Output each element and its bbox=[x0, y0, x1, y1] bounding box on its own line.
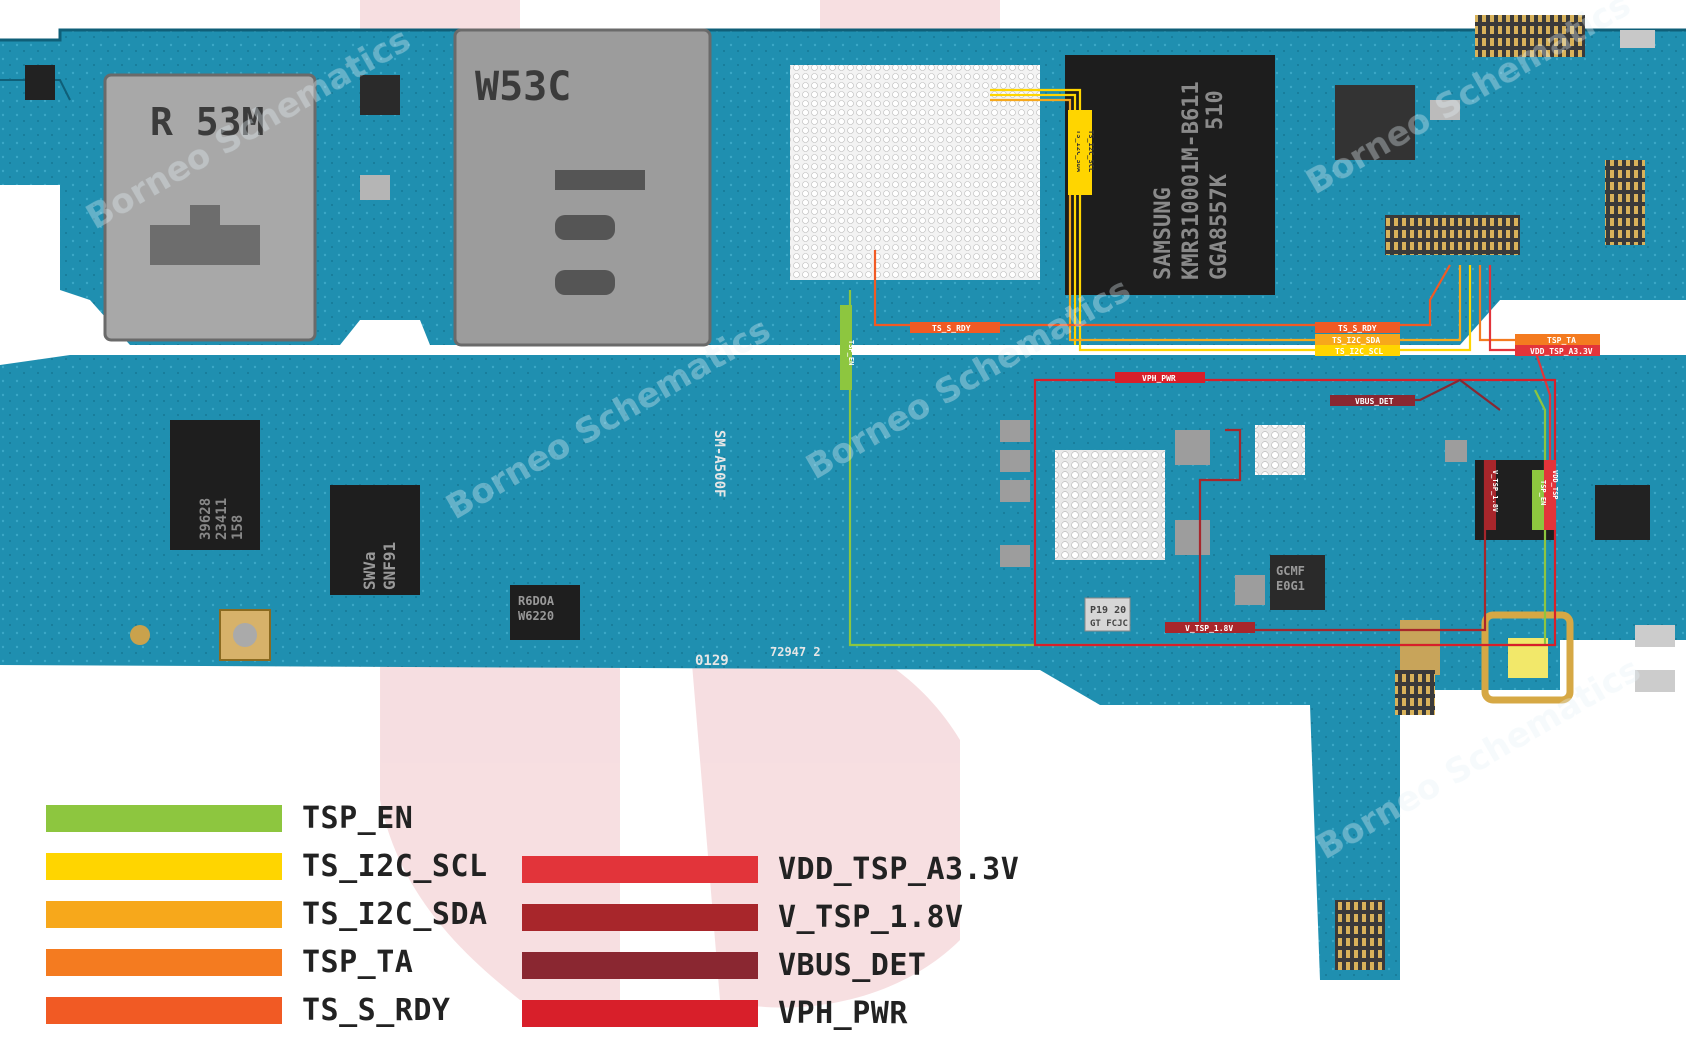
legend-item: V_TSP_1.8V bbox=[522, 900, 964, 935]
tag-ts-i2c-scl bbox=[1315, 345, 1400, 356]
chip-a-line-2: 23411 bbox=[214, 498, 230, 540]
legend-label: TSP_EN bbox=[302, 801, 414, 836]
legend-label: TS_I2C_SDA bbox=[302, 897, 488, 932]
legend-item: VDD_TSP_A3.3V bbox=[522, 852, 1019, 887]
crystal bbox=[1084, 597, 1131, 632]
legend-swatch bbox=[46, 805, 282, 832]
legend-label: TSP_TA bbox=[302, 945, 414, 980]
legend-swatch bbox=[522, 856, 758, 883]
flash-line-2: KMR310001M-B611 bbox=[1179, 81, 1204, 280]
chip-c-line-1: R6DOA bbox=[518, 594, 555, 608]
chip-d bbox=[1270, 555, 1325, 610]
board-mark-2: 72947 2 bbox=[770, 645, 821, 659]
legend-item: VBUS_DET bbox=[522, 948, 927, 983]
legend-swatch bbox=[46, 853, 282, 880]
flash-line-3: GGA8557K bbox=[1207, 173, 1232, 280]
connector-top-right bbox=[1475, 15, 1585, 57]
pmic-bga bbox=[1055, 450, 1165, 560]
chip-c bbox=[510, 585, 580, 640]
tag-vbus-det-label: VBUS_DET bbox=[1355, 397, 1394, 406]
legend-item: TSP_EN bbox=[46, 801, 413, 836]
chip-d-line-2: E0G1 bbox=[1276, 579, 1305, 593]
crystal-line-1: P19 20 bbox=[1090, 605, 1126, 616]
tag-ts-s-rdy-left-label: TS_S_RDY bbox=[932, 324, 971, 333]
legend-label: TS_I2C_SCL bbox=[302, 849, 488, 884]
tag-v-tsp-label: V_TSP_1.8V bbox=[1185, 624, 1233, 633]
traces bbox=[848, 88, 1557, 647]
crystal-line-2: GT FCJC bbox=[1090, 619, 1128, 629]
chip-a bbox=[170, 420, 260, 550]
tag-ts-sda-vertical-label: TS_I2C_SDA bbox=[1075, 130, 1083, 173]
connector-mid bbox=[1385, 215, 1520, 255]
legend-item: TSP_TA bbox=[46, 945, 413, 980]
chip-a-line-1: 39628 bbox=[198, 498, 214, 540]
tag-ts-s-rdy-right-label: TS_S_RDY bbox=[1338, 324, 1377, 333]
tag-vbus-det bbox=[1330, 395, 1415, 406]
flash-code: 510 bbox=[1203, 90, 1228, 130]
legend-label: VPH_PWR bbox=[778, 996, 908, 1031]
tag-vdd-tsp bbox=[1515, 345, 1600, 356]
tag-tsp-en-vertical-2-label: TSP_EN bbox=[1539, 480, 1547, 505]
connector-side bbox=[1605, 160, 1645, 245]
legend-swatch bbox=[46, 997, 282, 1024]
legend-item: TS_I2C_SDA bbox=[46, 897, 488, 932]
tag-ts-s-rdy-right bbox=[1315, 322, 1400, 333]
small-bga bbox=[1255, 425, 1305, 475]
tag-v-tsp-vertical bbox=[1484, 460, 1496, 530]
chip-c-line-2: W6220 bbox=[518, 609, 554, 623]
legend-item: TS_I2C_SCL bbox=[46, 849, 488, 884]
tag-v-tsp-vertical-label: V_TSP_1.8V bbox=[1491, 470, 1499, 513]
legend-label: V_TSP_1.8V bbox=[778, 900, 964, 935]
board-mark-1: 0129 bbox=[695, 653, 729, 669]
flash-chip bbox=[1065, 55, 1275, 295]
tag-ts-scl-vertical bbox=[1080, 110, 1092, 195]
top-board: R 53M W53C SAMSUNG KMR310001M-B611 GGA85… bbox=[0, 15, 1686, 347]
chip-b-line-1: SWVa bbox=[360, 551, 379, 590]
chip-a-line-3: 158 bbox=[230, 515, 246, 540]
tag-ts-i2c-sda-label: TS_I2C_SDA bbox=[1332, 336, 1380, 345]
tag-tsp-en-vertical-2 bbox=[1532, 470, 1544, 530]
legend-swatch bbox=[522, 904, 758, 931]
sim-left-label: R 53M bbox=[150, 100, 264, 144]
tag-ts-i2c-sda bbox=[1315, 334, 1400, 345]
tag-vdd-vertical-label: VDD_TSP bbox=[1551, 470, 1559, 500]
model-mark: SM-A500F bbox=[711, 430, 727, 497]
chip-b bbox=[330, 485, 420, 595]
legend-label: VBUS_DET bbox=[778, 948, 927, 983]
chip-b-line-2: GNF91 bbox=[380, 542, 399, 590]
connector-bottom-2 bbox=[1395, 670, 1435, 715]
tag-ts-scl-vertical-label: TS_I2C_SCL bbox=[1087, 130, 1095, 172]
chip-d-line-1: GCMF bbox=[1276, 564, 1305, 578]
soc-bga bbox=[790, 65, 1040, 280]
connector-bottom bbox=[1335, 900, 1385, 970]
tag-vph-pwr bbox=[1115, 372, 1205, 383]
legend-swatch bbox=[46, 901, 282, 928]
tag-tsp-ta-label: TSP_TA bbox=[1547, 336, 1576, 345]
legend-label: TS_S_RDY bbox=[302, 993, 451, 1028]
legend-label: VDD_TSP_A3.3V bbox=[778, 852, 1020, 887]
legend-swatch bbox=[46, 949, 282, 976]
legend-swatch bbox=[522, 952, 758, 979]
tag-ts-s-rdy-left bbox=[910, 322, 1000, 333]
tag-tsp-en-vertical-label: TSP_EN bbox=[847, 340, 855, 365]
tag-vdd-tsp-label: VDD_TSP_A3.3V bbox=[1530, 347, 1593, 356]
tag-v-tsp bbox=[1165, 622, 1255, 633]
net-tags: TS_S_RDY TS_S_RDY TS_I2C_SDA TS_I2C_SCL … bbox=[840, 110, 1600, 633]
legend-swatch bbox=[522, 1000, 758, 1027]
tag-vph-pwr-label: VPH_PWR bbox=[1142, 374, 1176, 383]
legend-item: TS_S_RDY bbox=[46, 993, 451, 1028]
tag-tsp-en-vertical bbox=[840, 305, 852, 390]
tag-ts-sda-vertical bbox=[1068, 110, 1080, 195]
tag-tsp-ta bbox=[1515, 334, 1600, 345]
tag-ts-i2c-scl-label: TS_I2C_SCL bbox=[1335, 347, 1383, 356]
tag-vdd-vertical bbox=[1544, 460, 1556, 530]
legend-item: VPH_PWR bbox=[522, 996, 908, 1031]
flash-line-1: SAMSUNG bbox=[1151, 187, 1176, 280]
sim-right-label: W53C bbox=[475, 64, 571, 110]
